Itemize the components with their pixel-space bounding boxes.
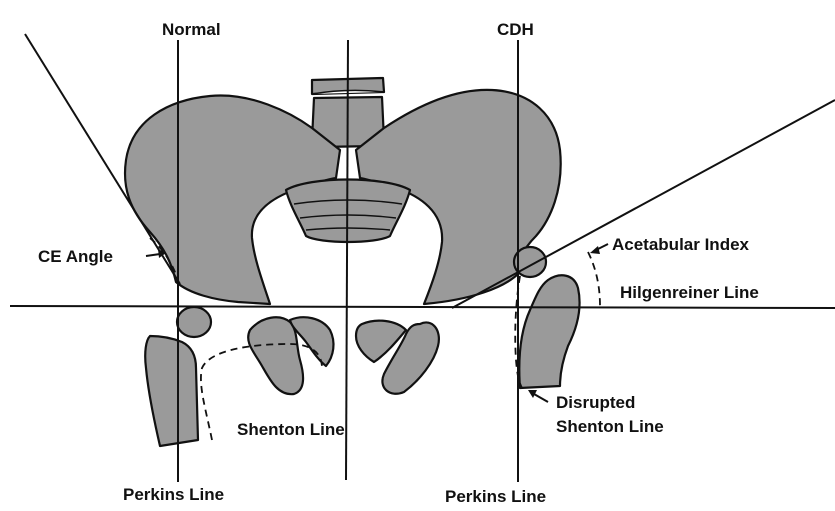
label-disrupted: Disrupted (556, 393, 635, 412)
reference-lines (10, 34, 835, 482)
label-hilgenreiner-line: Hilgenreiner Line (620, 283, 759, 302)
label-acetabular-index: Acetabular Index (612, 235, 750, 254)
label-ce-angle: CE Angle (38, 247, 113, 266)
ce-angle-arrow-line (146, 254, 160, 256)
label-cdh: CDH (497, 20, 534, 39)
right-femur (519, 275, 579, 388)
label-normal: Normal (162, 20, 221, 39)
left-femur (145, 336, 198, 446)
pelvis (125, 78, 561, 394)
acetabular-index-arrowhead (590, 246, 600, 254)
label-perkins-line-left: Perkins Line (123, 485, 224, 504)
acetabular-index-arc (588, 252, 600, 306)
left-femoral-head (177, 307, 211, 337)
hilgenreiner-line (10, 306, 835, 308)
labels: Normal CDH CE Angle Acetabular Index Hil… (38, 20, 759, 506)
label-shenton-line: Shenton Line (237, 420, 345, 439)
label-perkins-line-right: Perkins Line (445, 487, 546, 506)
disrupted-shenton-arrow-line (534, 394, 548, 402)
label-disrupted-shenton: Shenton Line (556, 417, 664, 436)
